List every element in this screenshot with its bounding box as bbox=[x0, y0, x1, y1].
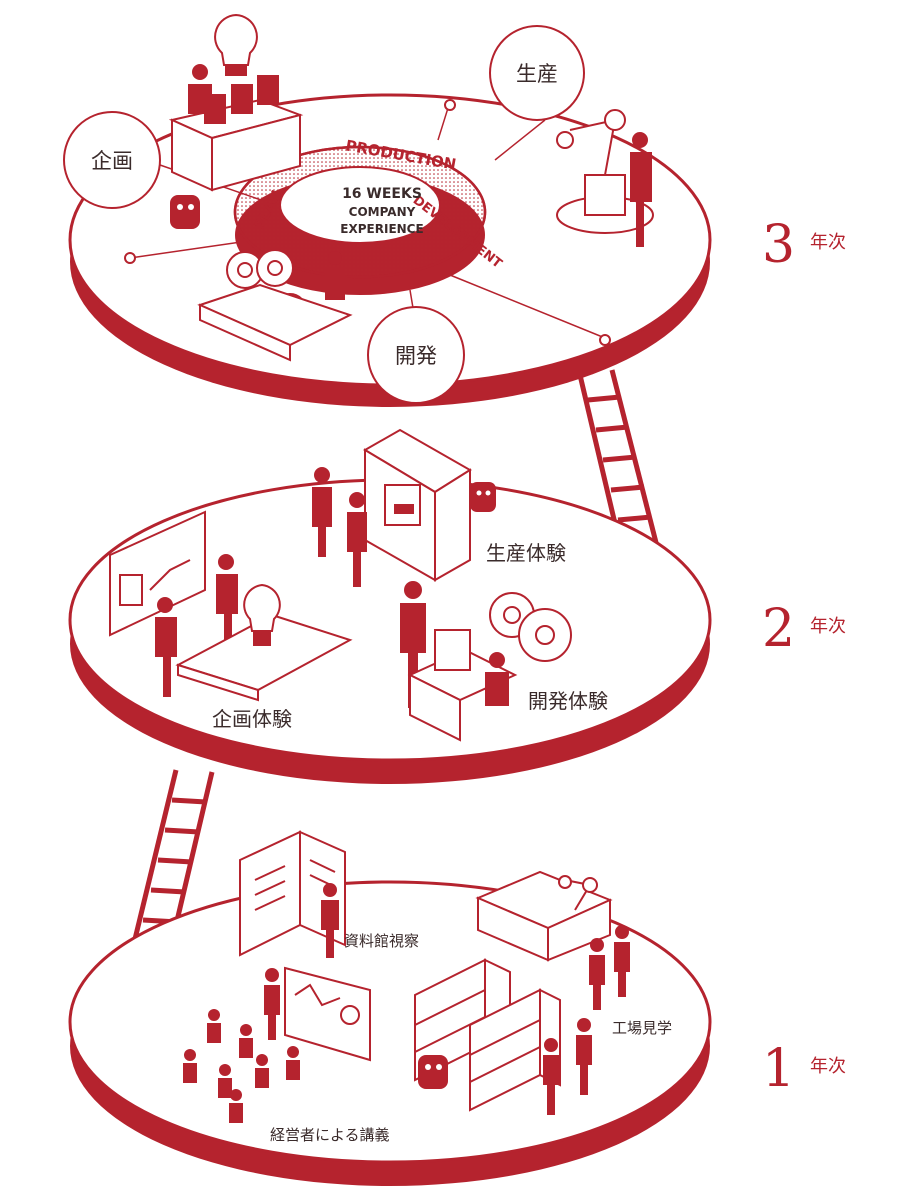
mascot-robot-icon bbox=[418, 1055, 448, 1089]
label-factory-tour: 工場見学 bbox=[612, 1019, 672, 1037]
bubble-plan: 企画 bbox=[63, 111, 161, 209]
lightbulb-icon bbox=[243, 583, 281, 646]
mascot-robot-icon bbox=[170, 195, 200, 229]
robot-arm-icon bbox=[556, 109, 654, 234]
3d-printer-icon bbox=[363, 428, 472, 582]
development-desk bbox=[197, 283, 353, 362]
year-suffix: 年次 bbox=[810, 616, 846, 637]
mascot-robot-icon bbox=[470, 482, 496, 512]
bubble-development-label: 開発 bbox=[395, 344, 437, 368]
year-number: 1 bbox=[762, 1039, 795, 1099]
year-number: 3 bbox=[762, 215, 795, 275]
year-number: 2 bbox=[762, 599, 795, 659]
person-icon bbox=[400, 581, 426, 708]
ring-center-line2: COMPANY bbox=[349, 205, 416, 219]
audience-group bbox=[183, 1009, 300, 1123]
ring-center-line3: EXPERIENCE bbox=[340, 222, 423, 236]
planning-tablet bbox=[175, 613, 353, 702]
person-icon bbox=[325, 251, 345, 300]
person-icon bbox=[155, 554, 238, 697]
year-suffix: 年次 bbox=[810, 1056, 846, 1077]
label-archive-visit: 資料館視察 bbox=[344, 932, 419, 950]
robot-arm-icon bbox=[558, 875, 598, 911]
person-icon bbox=[264, 968, 280, 1040]
year-label-3: 3 年次 bbox=[762, 215, 846, 275]
ring-center-line1: 16 WEEKS bbox=[342, 186, 422, 202]
lightbulb-icon bbox=[214, 13, 258, 76]
computer-icon bbox=[407, 629, 518, 742]
bubble-plan-label: 企画 bbox=[91, 149, 133, 173]
whiteboard-icon bbox=[109, 510, 206, 637]
person-icon bbox=[312, 467, 367, 587]
label-development-experience: 開発体験 bbox=[528, 689, 608, 713]
label-executive-lecture: 経営者による講義 bbox=[270, 1126, 390, 1144]
bubble-production-label: 生産 bbox=[516, 62, 558, 86]
presentation-screen bbox=[284, 966, 371, 1062]
label-planning-experience: 企画体験 bbox=[212, 707, 292, 731]
person-icon bbox=[321, 883, 339, 958]
bubble-development: 開発 bbox=[367, 306, 465, 404]
planning-desk bbox=[168, 75, 304, 192]
year-suffix: 年次 bbox=[810, 232, 846, 253]
person-icon bbox=[485, 652, 509, 706]
person-icon bbox=[543, 925, 630, 1115]
year-label-2: 2 年次 bbox=[762, 599, 846, 659]
year-label-1: 1 年次 bbox=[762, 1039, 846, 1099]
gear-icon bbox=[489, 592, 572, 662]
factory-machine bbox=[475, 870, 613, 962]
label-production-experience: 生産体験 bbox=[486, 541, 566, 565]
person-icon bbox=[630, 132, 652, 247]
bubble-production: 生産 bbox=[489, 25, 585, 121]
person-icon bbox=[188, 64, 212, 114]
